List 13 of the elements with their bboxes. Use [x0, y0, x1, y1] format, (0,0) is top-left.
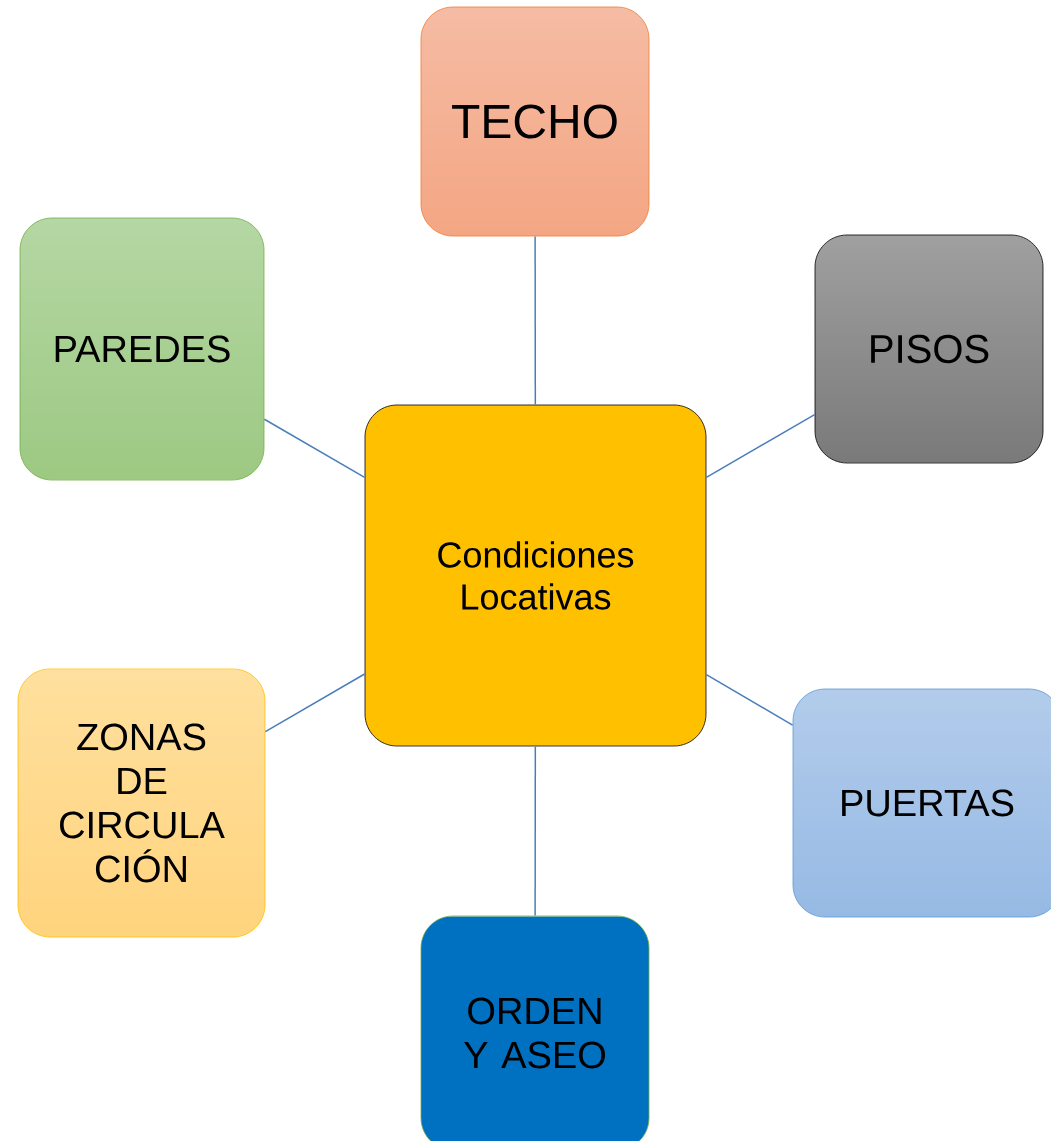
topic-box: ORDEN Y ASEO	[420, 915, 650, 1141]
connector-line	[534, 745, 537, 917]
connector-line	[534, 235, 537, 406]
connector-line	[263, 418, 366, 479]
connector-line	[264, 673, 366, 733]
center-box: Condiciones Locativas	[364, 404, 707, 747]
topic-box: PISOS	[814, 234, 1044, 464]
topic-box: PUERTAS	[792, 688, 1051, 918]
connector-line	[705, 673, 794, 726]
topic-box: PAREDES	[19, 217, 265, 481]
connector-line	[705, 413, 816, 479]
topic-box: TECHO	[420, 6, 650, 237]
topic-box: ZONAS DE CIRCULA CIÓN	[17, 668, 266, 938]
